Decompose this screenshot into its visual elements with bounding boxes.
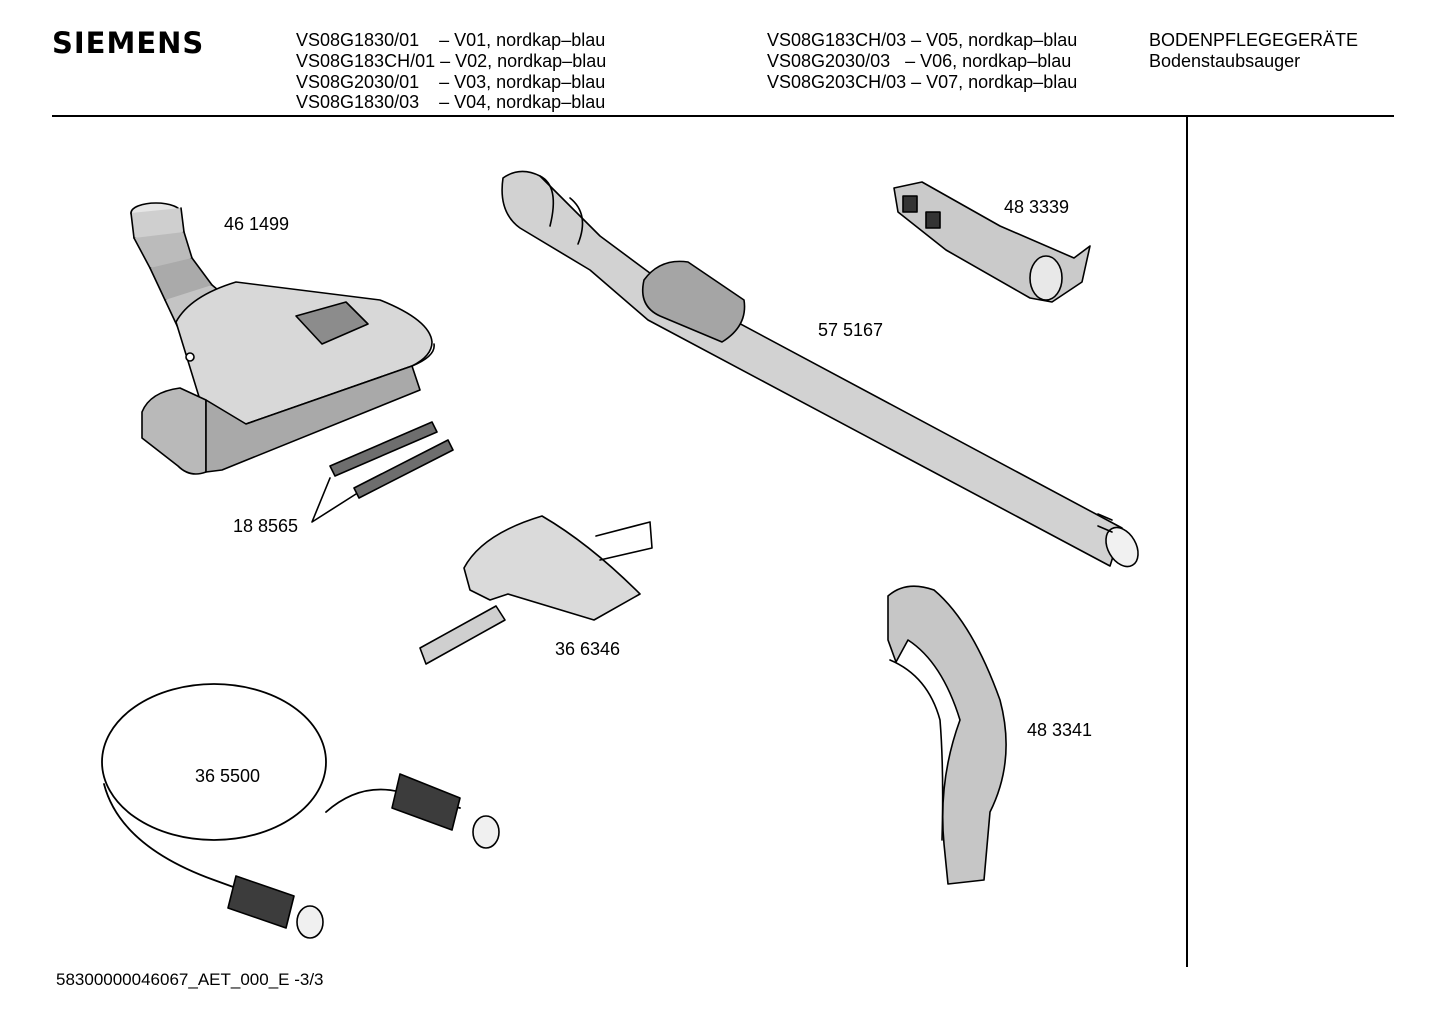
model-line: VS08G183CH/01 – V02, nordkap–blau (296, 50, 607, 71)
model-list-left: VS08G1830/01 – V01, nordkap–blau VS08G18… (296, 30, 606, 113)
crevice-tool-illustration (893, 181, 1091, 303)
part-number-label: 36 6346 (555, 639, 621, 659)
part-number-label: 36 5500 (195, 766, 261, 786)
model-line: VS08G1830/03 – V04, nordkap–blau (296, 92, 606, 113)
model-line: VS08G1830/01 – V01, nordkap–blau (296, 30, 606, 50)
floor-nozzle-illustration (130, 202, 435, 475)
part-number-label: 57 5167 (818, 320, 884, 340)
model-line: VS08G2030/01 – V03, nordkap–blau (296, 71, 606, 92)
part-number-label: 48 3341 (1027, 720, 1093, 740)
header-divider (52, 115, 1394, 117)
telescopic-tube-illustration (501, 170, 1139, 568)
model-line: VS08G183CH/03 – V05, nordkap–blau (767, 30, 1078, 50)
tool-holder-illustration (419, 515, 653, 665)
category-title: BODENPFLEGEGERÄTE (1149, 30, 1359, 50)
category-block: BODENPFLEGEGERÄTE Bodenstaubsauger (1149, 30, 1358, 72)
nozzle-strips-illustration (311, 421, 454, 523)
part-number-label: 18 8565 (233, 516, 299, 536)
model-line: VS08G2030/03 – V06, nordkap–blau (767, 50, 1072, 71)
category-subtitle: Bodenstaubsauger (1149, 50, 1301, 71)
part-number-label: 46 1499 (224, 214, 290, 234)
part-number-label: 48 3339 (1004, 197, 1070, 217)
suction-hose-illustration (101, 683, 500, 939)
brand-logo: SIEMENS (52, 26, 205, 60)
side-divider (1186, 117, 1188, 967)
model-line: VS08G203CH/03 – V07, nordkap–blau (767, 71, 1078, 92)
document-id: 58300000046067_AET_000_E -3/3 (56, 970, 324, 989)
handle-illustration (887, 585, 1007, 885)
model-list-right: VS08G183CH/03 – V05, nordkap–blau VS08G2… (767, 30, 1077, 92)
